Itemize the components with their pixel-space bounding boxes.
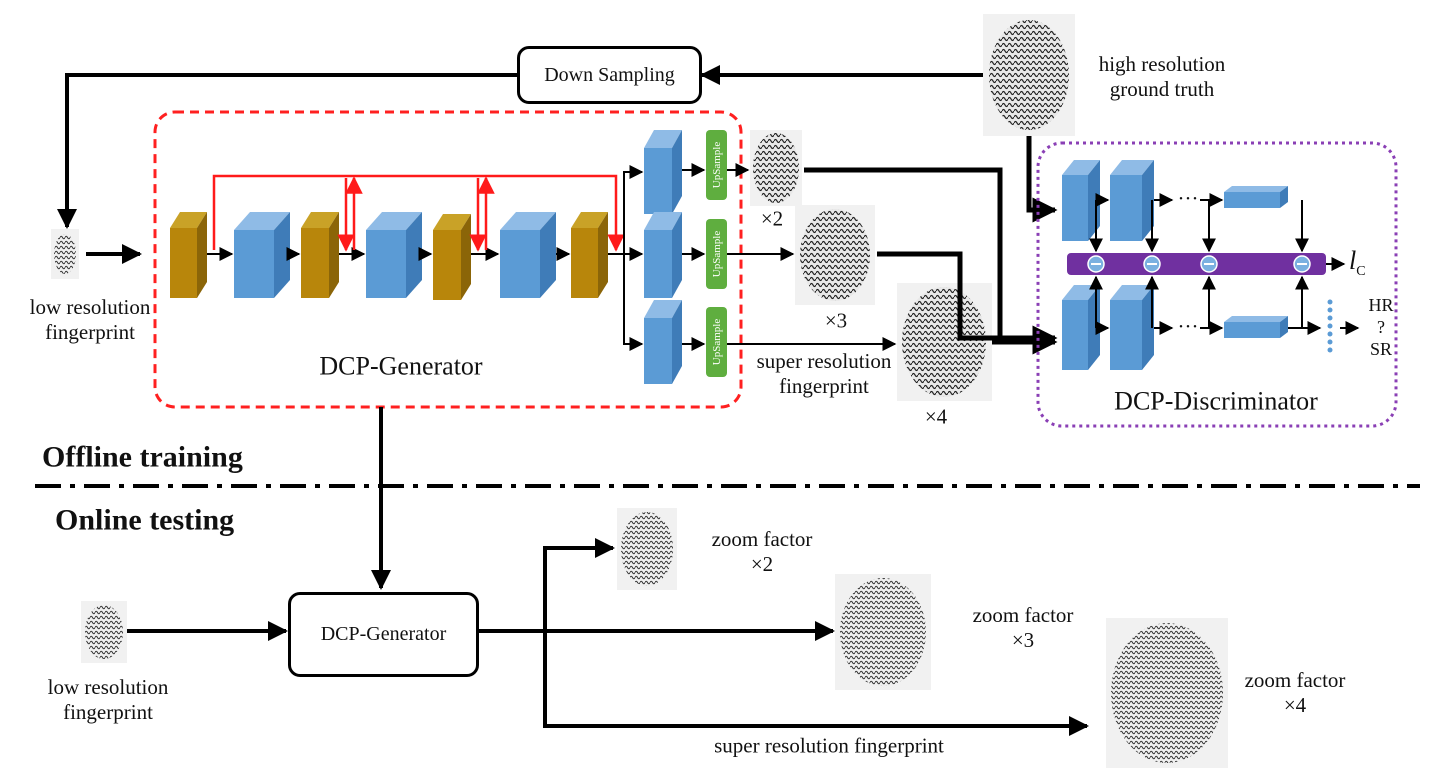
disc-conv-block — [1110, 285, 1154, 370]
scale-x3-label: ×3 — [824, 308, 848, 333]
minus-icon — [1200, 255, 1218, 273]
loss-label: lC — [1349, 245, 1366, 280]
disc-conv-block — [1062, 160, 1100, 241]
fingerprint-online-x4 — [1106, 618, 1228, 768]
minus-icon — [1143, 255, 1161, 273]
minus-icon — [1293, 255, 1311, 273]
upsample-block: UpSample — [706, 307, 727, 377]
arrow-gt-to-discriminator — [1026, 136, 1058, 223]
branch-line — [623, 254, 644, 351]
branch-line — [608, 165, 644, 255]
fingerprint-sr-x4 — [897, 283, 992, 401]
disc-fc-block — [1224, 186, 1288, 208]
feature-block — [170, 212, 207, 298]
disc-conv-block — [1110, 160, 1154, 241]
feature-block — [571, 212, 608, 298]
head-conv-block — [644, 300, 682, 384]
fingerprint-online-x2 — [617, 508, 677, 590]
scale-x2-label: ×2 — [760, 206, 784, 231]
zoom-x2-label: zoom factor×2 — [711, 527, 813, 576]
disc-upper-ellipsis: ··· — [1177, 186, 1199, 211]
online-section-title: Online testing — [55, 503, 235, 537]
disc-fc-block — [1224, 316, 1288, 338]
loss-bar — [1067, 253, 1326, 275]
conv-block — [500, 212, 556, 298]
head-conv-block — [644, 130, 682, 214]
discriminator-title: DCP-Discriminator — [1114, 386, 1318, 416]
fingerprint-high-res-gt — [983, 14, 1075, 136]
feature-block — [301, 212, 339, 298]
online-generator-box: DCP-Generator — [288, 592, 479, 677]
fingerprint-low-res-input — [51, 229, 79, 279]
discriminator-boundary — [1036, 141, 1398, 428]
arrow-downsampling-to-lowres — [57, 73, 517, 229]
upsample-block: UpSample — [706, 130, 727, 200]
generator-boundary — [153, 110, 743, 409]
conv-block — [234, 212, 290, 298]
upsample-block: UpSample — [706, 219, 727, 289]
disc-lower-ellipsis: ··· — [1177, 314, 1199, 339]
skip-connection-bus — [212, 174, 625, 252]
zoom-x4-label: zoom factor×4 — [1244, 668, 1346, 717]
fingerprint-sr-x2 — [750, 130, 802, 206]
zoom-x3-label: zoom factor×3 — [972, 603, 1074, 652]
feature-block — [433, 214, 471, 300]
disc-conv-block — [1062, 285, 1100, 370]
fingerprint-online-x3 — [835, 574, 931, 690]
vertical-dots — [1327, 299, 1333, 353]
arrow-x3-to-discriminator — [877, 251, 1055, 341]
conv-block — [366, 212, 422, 298]
online-super-res-label: super resolution fingerprint — [714, 733, 944, 758]
disc-output-labels: HR?SR — [1368, 295, 1394, 359]
fingerprint-online-low-res — [81, 601, 127, 663]
down-sampling-box: Down Sampling — [517, 46, 702, 104]
arrow-online-to-x2 — [543, 538, 615, 631]
minus-icon — [1087, 255, 1105, 273]
scale-x4-label: ×4 — [924, 404, 948, 429]
head-conv-block — [644, 212, 682, 298]
fingerprint-sr-x3 — [795, 205, 875, 305]
generator-title: DCP-Generator — [319, 351, 483, 381]
offline-section-title: Offline training — [42, 440, 243, 474]
arrow-online-to-x4 — [543, 631, 1089, 736]
